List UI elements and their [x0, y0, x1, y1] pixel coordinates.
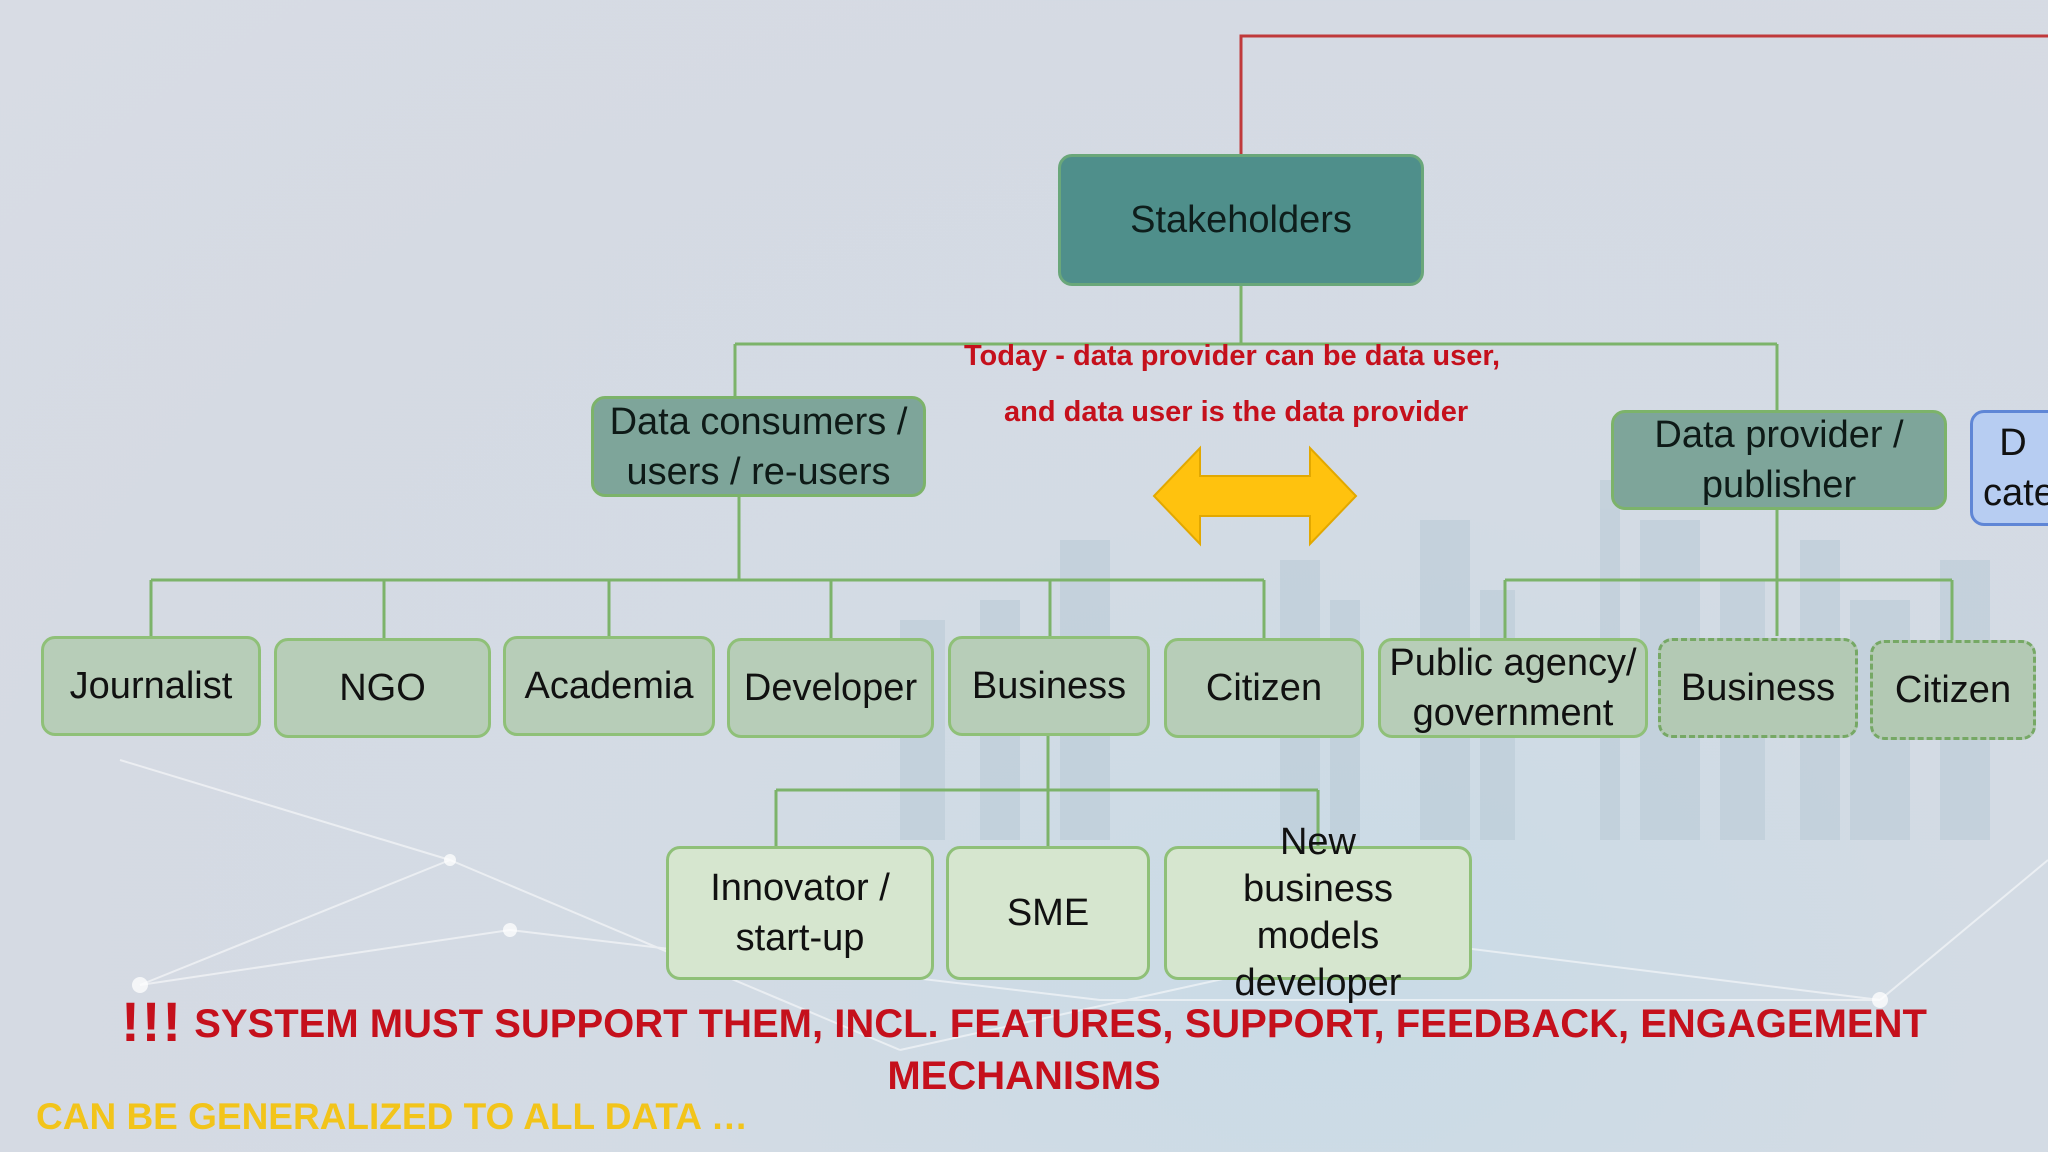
journalist-node: Journalist [41, 636, 261, 736]
ngo-node: NGO [274, 638, 491, 738]
innovator-label: Innovator / start-up [710, 867, 890, 959]
citizen-consumer-node: Citizen [1164, 638, 1364, 738]
academia-label: Academia [524, 665, 694, 707]
public-agency-label: Public agency/ government [1389, 642, 1637, 734]
support-banner-text: SYSTEM MUST SUPPORT THEM, INCL. FEATURES… [194, 1002, 1927, 1098]
new-business-models-node: New business models developer [1164, 821, 1472, 1004]
sme-node: SME [946, 846, 1150, 980]
partial-category-label: D cate [1983, 422, 2048, 514]
business-consumer-node: Business [948, 636, 1150, 736]
new-business-models-label: New business models developer [1234, 821, 1402, 1004]
business-provider-label: Business [1680, 667, 1836, 709]
stakeholders-label: Stakeholders [1130, 199, 1352, 241]
generalize-footer: CAN BE GENERALIZED TO ALL DATA … [36, 1096, 748, 1137]
note-line-1: Today - data provider can be data user, [964, 340, 1501, 372]
public-agency-node: Public agency/ government [1378, 638, 1648, 738]
business-provider-node: Business [1658, 638, 1858, 738]
note-line-2: and data user is the data provider [1004, 396, 1469, 428]
data-provider-node: Data provider / publisher [1611, 410, 1947, 510]
innovator-node: Innovator / start-up [666, 846, 934, 980]
citizen-provider-node: Citizen [1870, 640, 2036, 740]
sme-label: SME [1006, 892, 1090, 934]
data-provider-label: Data provider / publisher [1654, 414, 1904, 506]
journalist-label: Journalist [69, 665, 233, 707]
developer-label: Developer [743, 667, 918, 709]
ngo-label: NGO [339, 667, 426, 709]
developer-node: Developer [727, 638, 934, 738]
citizen-consumer-label: Citizen [1205, 667, 1323, 709]
data-consumers-node: Data consumers / users / re-users [591, 396, 926, 497]
bidirectional-arrow [1152, 445, 1358, 547]
stakeholders-node: Stakeholders [1058, 154, 1424, 286]
support-banner: !!! SYSTEM MUST SUPPORT THEM, INCL. FEAT… [0, 994, 2048, 1102]
data-consumers-label: Data consumers / users / re-users [609, 400, 908, 493]
top-connector-line [1239, 34, 2048, 155]
academia-node: Academia [503, 636, 715, 736]
partial-category-node: D cate [1970, 410, 2048, 526]
alert-exclamation: !!! [121, 990, 184, 1053]
citizen-provider-label: Citizen [1894, 669, 2012, 711]
business-consumer-label: Business [971, 665, 1127, 707]
